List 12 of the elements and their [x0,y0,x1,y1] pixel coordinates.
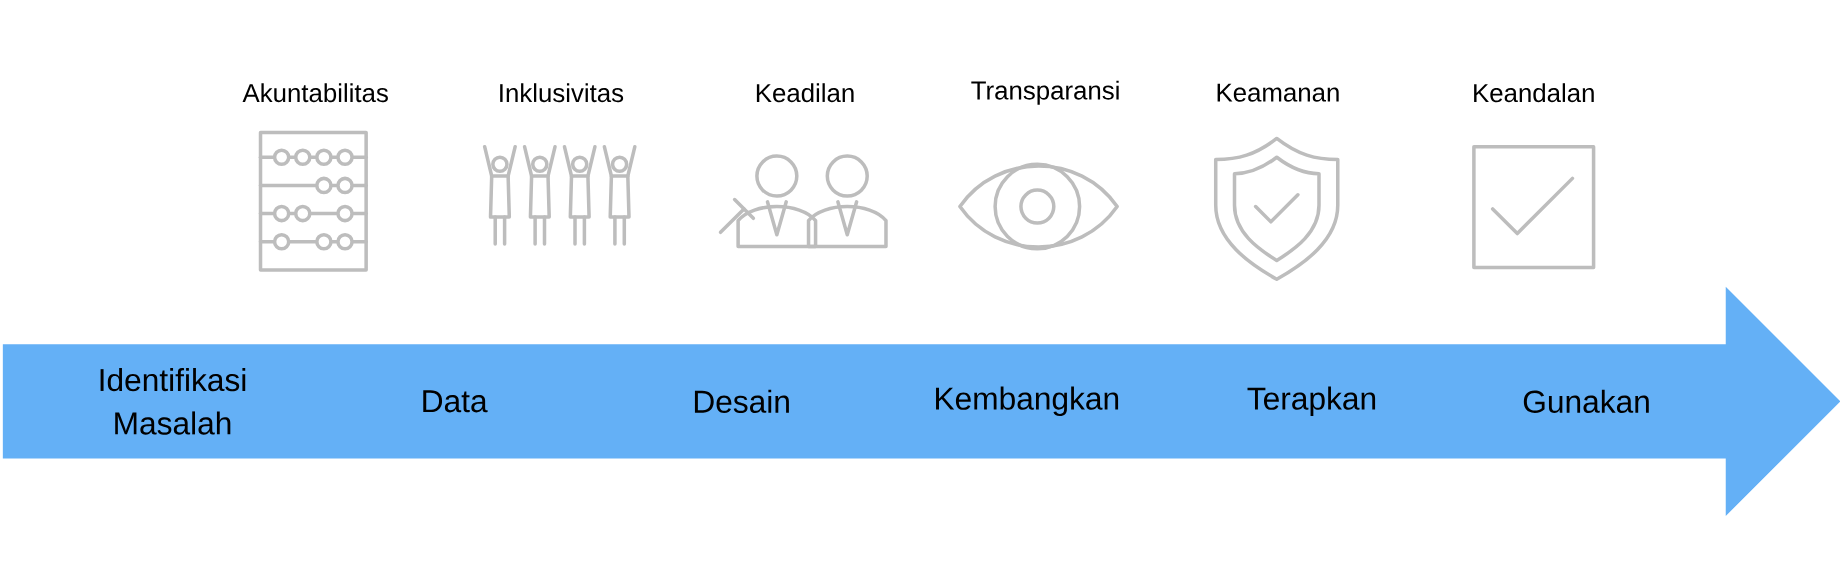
heading: Inklusivitas [500,83,624,103]
heading: Keadilan [756,83,854,103]
stage-label: Kembangkan [936,386,1119,416]
stage-label: Data [423,390,488,413]
stage-label: Desain [694,389,789,413]
heading: Keamanan [1217,83,1339,102]
stage-label: Terapkan [1247,386,1376,416]
stage-label: Identifikasi Masalah [100,367,246,435]
heading: Transparansi [971,80,1119,105]
heading: Akuntabilitas [242,83,388,103]
heading: Keandalan [1474,83,1594,103]
stage-label: Gunakan [1523,389,1649,413]
